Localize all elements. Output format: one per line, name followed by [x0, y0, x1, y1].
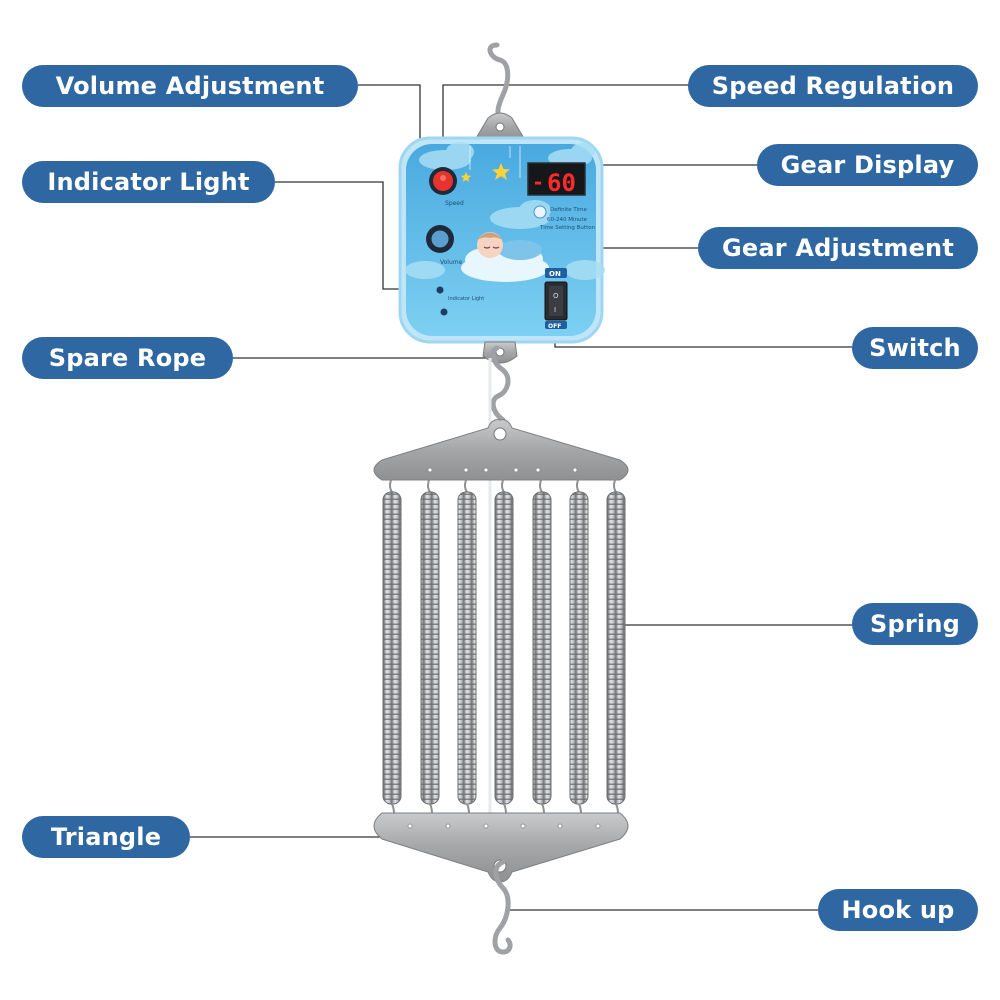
- label-spring: Spring: [852, 603, 978, 645]
- timer-title: Definite Time: [550, 207, 587, 213]
- leader-lines: [190, 84, 852, 911]
- bottom-triangle-plate: [373, 812, 629, 883]
- label-indicator-light: Indicator Light: [22, 161, 275, 203]
- time-setting-button: [533, 205, 547, 219]
- volume-knob: [426, 225, 454, 253]
- springs: [382, 477, 626, 827]
- label-gear-display: Gear Display: [757, 144, 978, 186]
- control-box: Speed Volume Indicator Light - 60 Defini…: [398, 136, 605, 344]
- indicator-label: Indicator Light: [448, 296, 484, 302]
- spring-icon: [494, 477, 514, 827]
- label-gear-adjustment: Gear Adjustment: [698, 227, 978, 269]
- spring-icon: [532, 477, 552, 827]
- spring-icon: [569, 477, 589, 827]
- indicator-light: [436, 286, 444, 294]
- switch-on-label: ON: [549, 270, 561, 278]
- spring-icon: [382, 477, 402, 827]
- s-hook-icon: [487, 42, 511, 125]
- timer-range: 60-240 Minute: [547, 217, 588, 223]
- spring-icon: [420, 477, 440, 827]
- label-triangle: Triangle: [22, 816, 190, 858]
- switch-mark-bottom: I: [554, 306, 556, 314]
- label-hook-up: Hook up: [818, 889, 978, 931]
- spring-icon: [457, 477, 477, 827]
- gear-display-screen: [527, 162, 586, 196]
- display-value: 60: [547, 169, 576, 197]
- label-volume-adjustment: Volume Adjustment: [22, 65, 358, 107]
- top-triangle-plate: [373, 419, 629, 481]
- display-prefix: -: [532, 170, 544, 194]
- star-icon: [460, 163, 510, 182]
- switch-off-label: OFF: [548, 323, 561, 330]
- baby-icon: [477, 232, 542, 260]
- speed-label: Speed: [445, 200, 464, 207]
- s-hook-icon-bottom: [492, 859, 513, 955]
- label-spare-rope: Spare Rope: [22, 337, 233, 379]
- rocker-switch-icon: ON O I OFF: [544, 268, 568, 330]
- switch-mark-top: O: [553, 292, 559, 300]
- spring-icon: [606, 477, 626, 827]
- timer-button-label: Time Setting Button: [539, 225, 596, 231]
- knob-icon: [429, 167, 457, 195]
- label-speed-regulation: Speed Regulation: [688, 65, 978, 107]
- label-switch: Switch: [852, 327, 978, 369]
- s-hook-icon-middle: [490, 345, 511, 423]
- volume-label: Volume: [440, 259, 463, 266]
